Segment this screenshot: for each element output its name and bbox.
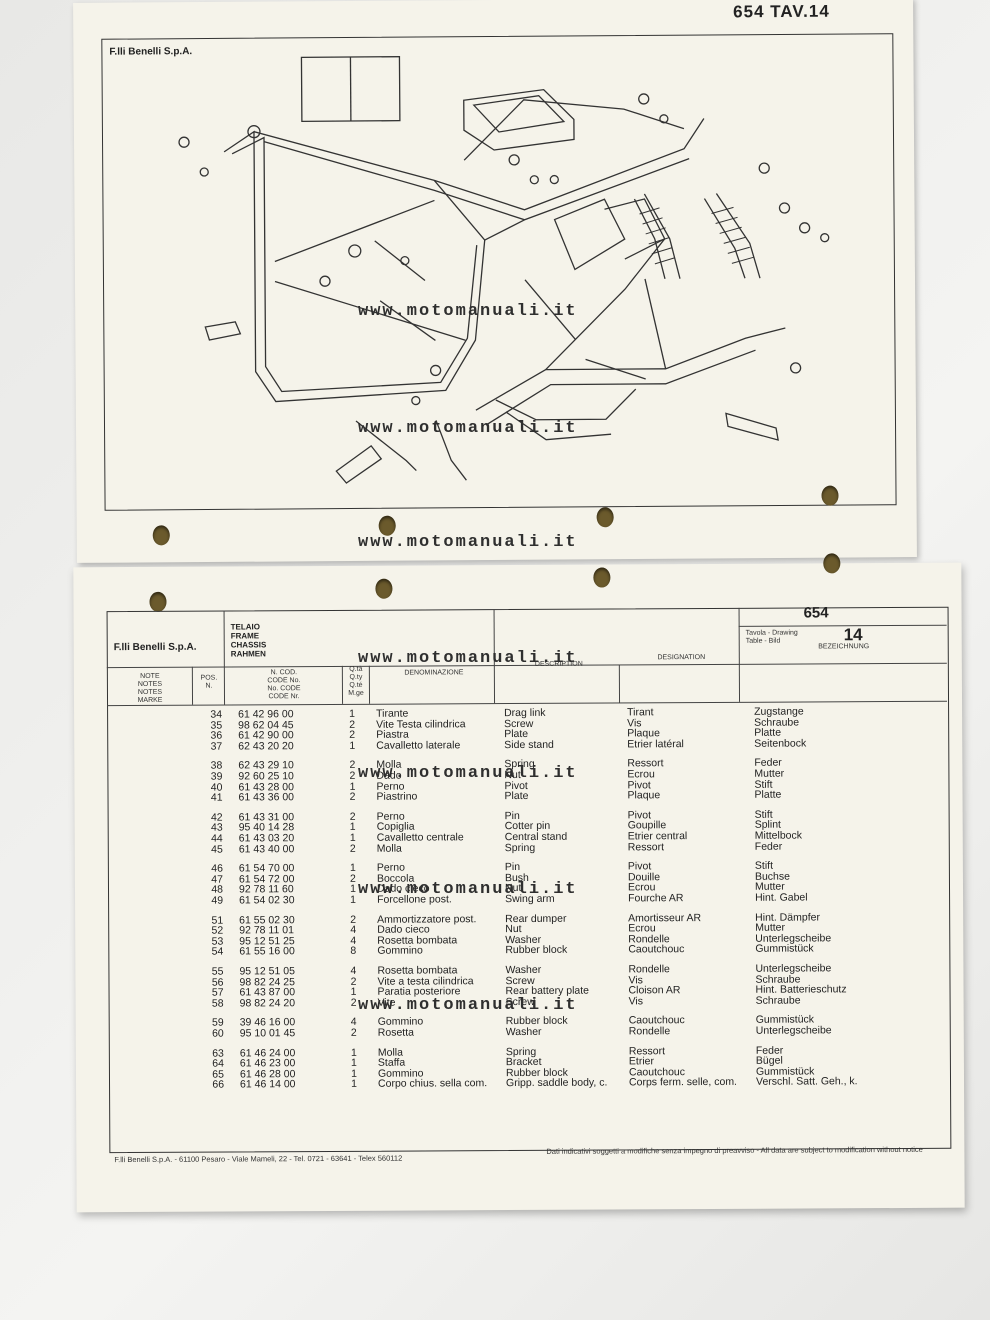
drawing-number: 14 xyxy=(843,625,863,645)
pos-header-1: POS. xyxy=(200,674,218,682)
french-name-cell: Vis xyxy=(628,995,644,1008)
binder-hole xyxy=(821,485,839,506)
col-header-pos: POS. N. xyxy=(194,675,224,691)
french-name-cell: Fourche AR xyxy=(628,892,684,905)
pos-cell: 60 xyxy=(212,1027,224,1040)
footer-disclaimer: Dati indicativi soggetti a modifiche sen… xyxy=(546,1144,923,1156)
qty-header-en: Q.ty xyxy=(349,673,363,681)
binder-hole xyxy=(375,578,393,599)
german-name-cell: Feder xyxy=(754,840,783,853)
english-name-cell: Washer xyxy=(505,1025,542,1039)
binder-hole xyxy=(149,591,167,612)
watermark: www.motomanuali.it xyxy=(358,880,578,899)
qty-cell: 1 xyxy=(349,739,356,752)
binder-hole xyxy=(823,553,841,574)
pos-cell: 45 xyxy=(211,843,223,856)
english-name-cell: Rubber block xyxy=(505,944,568,957)
french-name-cell: Corps ferm. selle, com. xyxy=(628,1076,738,1089)
watermark: www.motomanuali.it xyxy=(358,764,578,783)
col-header-bezeichnung: BEZEICHNUNG xyxy=(818,643,870,651)
code-cell: 61 54 02 30 xyxy=(239,894,295,907)
french-name-cell: Caoutchouc xyxy=(628,943,685,956)
watermark: www.motomanuali.it xyxy=(358,419,578,438)
code-cell: 98 82 24 20 xyxy=(239,996,296,1010)
parts-company: F.lli Benelli S.p.A. xyxy=(113,641,197,654)
group-name-fr: CHASSIS xyxy=(230,640,267,650)
binder-hole xyxy=(596,507,614,528)
col-header-denominazione: DENOMINAZIONE xyxy=(404,669,464,677)
french-name-cell: Ressort xyxy=(627,840,665,854)
pos-cell: 58 xyxy=(211,997,224,1010)
qty-header-de: M.ge xyxy=(348,689,364,697)
binder-hole xyxy=(593,567,611,588)
binder-hole xyxy=(152,525,170,546)
code-cell: 61 43 36 00 xyxy=(238,791,295,804)
footer-address: F.lli Benelli S.p.A. - 61100 Pesaro - Vi… xyxy=(114,1153,403,1165)
model-number: 654 xyxy=(803,604,829,622)
german-name-cell: Hint. Gabel xyxy=(755,891,808,904)
qty-cell: 2 xyxy=(349,842,356,855)
code-cell: 62 43 20 20 xyxy=(238,739,294,753)
german-name-cell: Unterlegscheibe xyxy=(755,1024,832,1037)
qty-cell: 1 xyxy=(351,1078,357,1091)
col-header-designation: DESIGNATION xyxy=(657,654,706,662)
code-cell: 95 10 01 45 xyxy=(239,1027,296,1040)
german-name-cell: Platte xyxy=(754,788,782,801)
code-cell: 61 43 40 00 xyxy=(238,842,295,856)
exploded-frame-drawing xyxy=(178,56,830,484)
qty-header-fr: Q.té xyxy=(349,681,363,689)
italian-name-cell: Cavalletto laterale xyxy=(376,739,461,752)
pos-cell: 37 xyxy=(210,740,223,753)
col-header-qty: Q.tà Q.ty Q.té M.ge xyxy=(342,666,370,698)
french-name-cell: Plaque xyxy=(627,789,661,802)
italian-name-cell: Molla xyxy=(376,842,402,855)
french-name-cell: Rondelle xyxy=(628,1025,671,1038)
pos-cell: 49 xyxy=(211,894,224,907)
code-header-de: CODE Nr. xyxy=(268,693,300,701)
german-name-cell: Seitenbock xyxy=(754,737,807,750)
col-header-code: N. COD. CODE No. No. CODE CODE Nr. xyxy=(234,669,334,702)
group-name-it: TELAIO xyxy=(230,622,260,632)
italian-name-cell: Gommino xyxy=(377,944,423,958)
qty-cell: 2 xyxy=(349,791,356,804)
pos-header-2: N. xyxy=(205,682,213,690)
german-name-cell: Verschl. Satt. Geh., k. xyxy=(755,1075,858,1089)
group-names: TELAIO FRAME CHASSIS RAHMEN xyxy=(231,622,267,658)
italian-name-cell: Piastrino xyxy=(376,790,418,803)
note-header-de: MARKE xyxy=(137,696,163,704)
col-header-note: NOTE NOTES NOTES MARKE xyxy=(114,673,186,705)
english-name-cell: Plate xyxy=(504,790,529,803)
italian-name-cell: Rosetta xyxy=(377,1026,414,1039)
english-name-cell: Spring xyxy=(504,841,536,854)
drawing-page: 654 TAV.14 F.lli Benelli S.p.A. xyxy=(73,0,917,563)
pos-cell: 41 xyxy=(210,791,223,804)
watermark: www.motomanuali.it xyxy=(358,996,578,1015)
german-name-cell: Schraube xyxy=(755,994,801,1007)
pos-cell: 54 xyxy=(211,945,224,959)
drawing-page-header: 654 TAV.14 xyxy=(733,1,830,22)
english-name-cell: Side stand xyxy=(504,738,554,751)
code-cell: 61 55 16 00 xyxy=(239,945,295,958)
header-divider xyxy=(618,664,621,703)
watermark: www.motomanuali.it xyxy=(358,302,578,321)
watermark: www.motomanuali.it xyxy=(358,533,578,552)
qty-cell: 2 xyxy=(350,1026,357,1039)
italian-name-cell: Corpo chius. sella com. xyxy=(377,1077,488,1091)
watermark: www.motomanuali.it xyxy=(358,649,578,668)
german-name-cell: Gummistück xyxy=(755,942,814,956)
code-cell: 61 46 14 00 xyxy=(239,1078,296,1091)
qty-cell: 8 xyxy=(350,945,357,958)
drawing-label-1: Tavola - Drawing xyxy=(745,629,798,637)
pos-cell: 66 xyxy=(212,1078,225,1091)
group-name-de: RAHMEN xyxy=(230,649,266,659)
english-name-cell: Gripp. saddle body, c. xyxy=(505,1076,608,1090)
french-name-cell: Etrier latéral xyxy=(627,737,684,751)
group-name-en: FRAME xyxy=(230,631,260,641)
header-divider xyxy=(191,666,194,705)
